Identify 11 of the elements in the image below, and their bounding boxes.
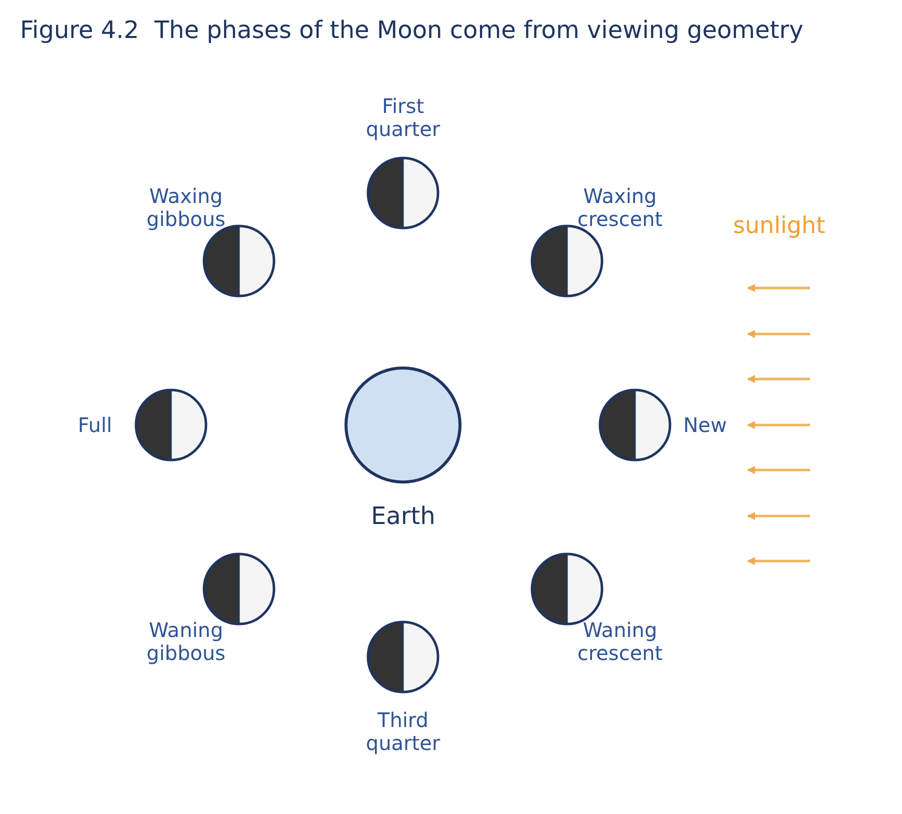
phase-label: Waxing gibbous [146, 185, 226, 231]
phase-label: Waxing crescent [576, 185, 664, 231]
sunlight-label: sunlight [733, 212, 826, 240]
phase-label: First quarter [364, 95, 442, 141]
phase-label: Full [76, 414, 114, 436]
earth-label: Earth [371, 502, 436, 530]
phase-label: Waning crescent [576, 619, 664, 665]
phase-label: Third quarter [364, 709, 442, 755]
figure-title: Figure 4.2 The phases of the Moon come from viewing geometry [20, 16, 804, 44]
phase-label: Waning gibbous [146, 619, 226, 665]
phase-label: New [682, 414, 728, 436]
